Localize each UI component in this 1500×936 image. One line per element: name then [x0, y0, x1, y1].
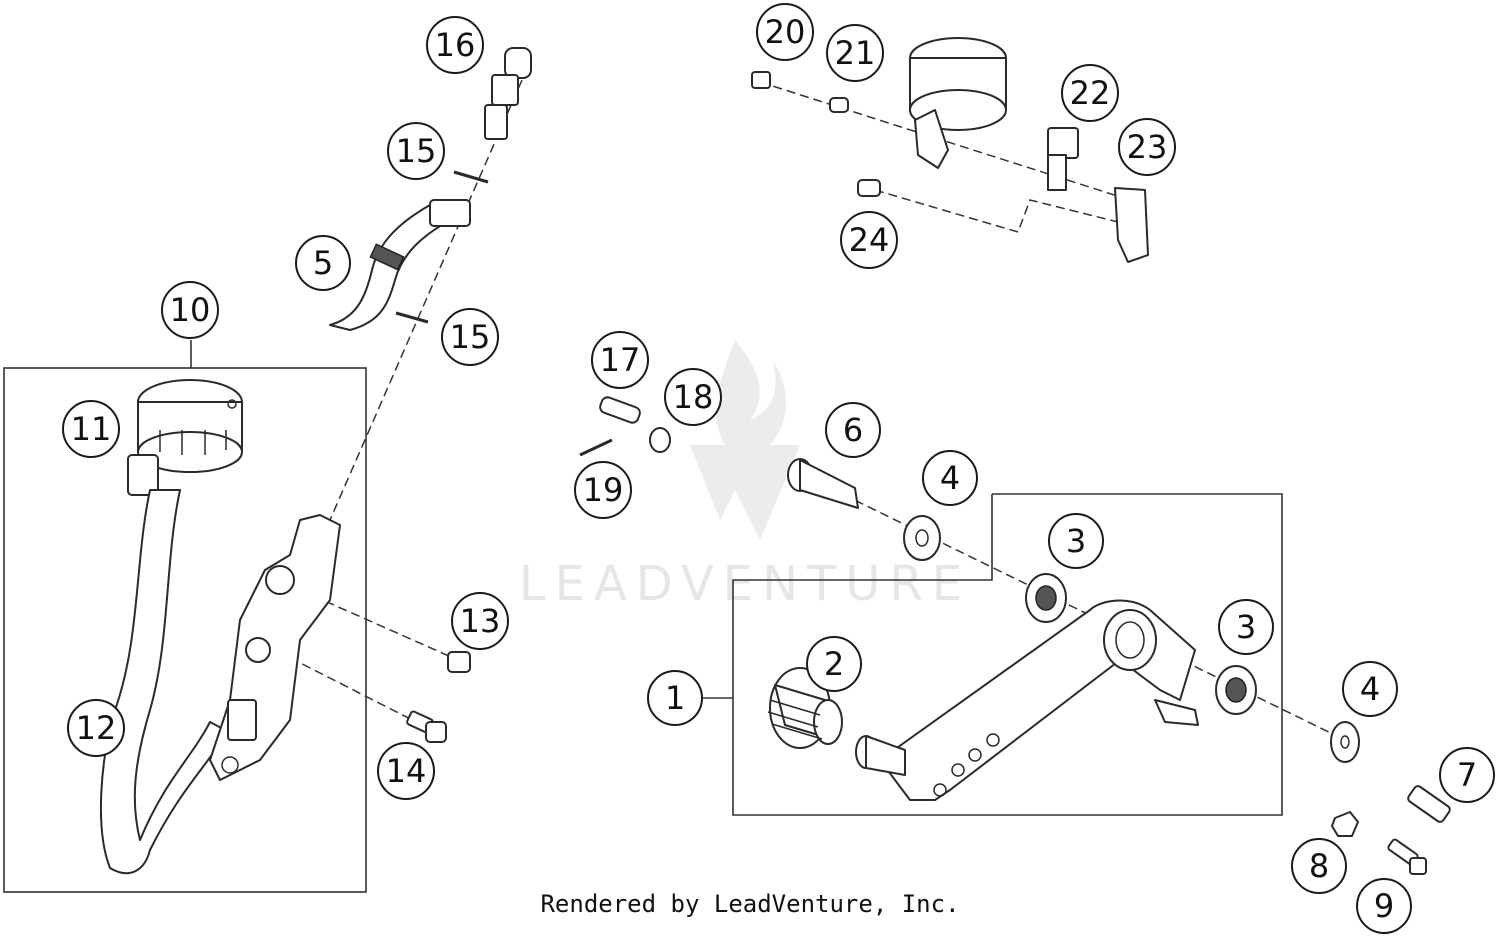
- pin-parts: [579, 396, 671, 457]
- master-cylinder: [209, 514, 341, 781]
- svg-text:5: 5: [313, 244, 333, 282]
- brake-hose: [329, 199, 471, 331]
- callout-9: 9: [1356, 878, 1412, 934]
- svg-text:14: 14: [386, 752, 427, 790]
- svg-text:17: 17: [600, 341, 641, 379]
- reservoir-hose: [99, 489, 226, 875]
- callout-15b: 15: [441, 308, 499, 366]
- callout-21: 21: [826, 24, 884, 82]
- svg-text:3: 3: [1066, 522, 1086, 560]
- watermark-logo-icon: [690, 340, 800, 540]
- callout-14: 14: [377, 742, 435, 800]
- svg-text:22: 22: [1070, 74, 1111, 112]
- svg-text:1: 1: [665, 679, 685, 717]
- svg-text:19: 19: [583, 471, 624, 509]
- bolts-left: [406, 651, 471, 743]
- svg-text:23: 23: [1127, 128, 1168, 166]
- credit-text: Rendered by LeadVenture, Inc.: [540, 890, 960, 918]
- svg-text:2: 2: [824, 645, 844, 683]
- watermark: LEADVENTURE: [519, 340, 971, 612]
- callout-11: 11: [62, 400, 120, 458]
- return-spring: [767, 667, 843, 749]
- reservoir-right: [751, 37, 1149, 263]
- group-box-left: [3, 340, 367, 893]
- callout-7: 7: [1439, 747, 1495, 803]
- svg-text:7: 7: [1457, 756, 1477, 794]
- svg-text:9: 9: [1374, 887, 1394, 925]
- callout-22: 22: [1061, 64, 1119, 122]
- callout-8: 8: [1291, 838, 1347, 894]
- callout-24: 24: [840, 211, 898, 269]
- callout-23: 23: [1118, 118, 1176, 176]
- svg-text:4: 4: [940, 459, 960, 497]
- small-parts-right: [1330, 721, 1451, 875]
- callout-16: 16: [426, 16, 484, 74]
- svg-text:13: 13: [460, 602, 501, 640]
- reservoir-left: [127, 379, 243, 496]
- svg-text:21: 21: [835, 34, 876, 72]
- callout-2: 2: [806, 636, 862, 692]
- bearings: [1025, 573, 1257, 715]
- svg-text:8: 8: [1309, 847, 1329, 885]
- svg-text:12: 12: [76, 709, 117, 747]
- watermark-text: LEADVENTURE: [519, 556, 971, 612]
- svg-text:3: 3: [1236, 608, 1256, 646]
- group-box-right: [703, 493, 1283, 816]
- svg-text:15: 15: [396, 132, 437, 170]
- svg-text:6: 6: [843, 411, 863, 449]
- svg-text:15: 15: [450, 318, 491, 356]
- callout-4b: 4: [1342, 661, 1398, 717]
- pedal-axle: [855, 735, 906, 776]
- svg-text:16: 16: [435, 26, 476, 64]
- callout-19: 19: [574, 461, 632, 519]
- svg-text:10: 10: [170, 291, 211, 329]
- callout-3b: 3: [1218, 599, 1274, 655]
- callout-12: 12: [67, 699, 125, 757]
- callout-3a: 3: [1048, 513, 1104, 569]
- callout-20: 20: [756, 3, 814, 61]
- brake-pedal: [879, 599, 1199, 801]
- callout-10: 10: [161, 281, 219, 339]
- svg-text:4: 4: [1360, 670, 1380, 708]
- callout-1: 1: [647, 670, 703, 726]
- callout-5: 5: [295, 235, 351, 291]
- pivot-bushing: [787, 458, 941, 561]
- callout-4a: 4: [922, 450, 978, 506]
- svg-text:18: 18: [673, 378, 714, 416]
- svg-text:20: 20: [765, 13, 806, 51]
- callout-18: 18: [664, 368, 722, 426]
- callout-15a: 15: [387, 122, 445, 180]
- banjo-fitting: [484, 47, 532, 140]
- o-rings: [395, 170, 489, 324]
- svg-text:24: 24: [849, 221, 890, 259]
- svg-text:11: 11: [71, 410, 112, 448]
- callout-6: 6: [825, 402, 881, 458]
- callout-13: 13: [451, 592, 509, 650]
- callout-17: 17: [591, 331, 649, 389]
